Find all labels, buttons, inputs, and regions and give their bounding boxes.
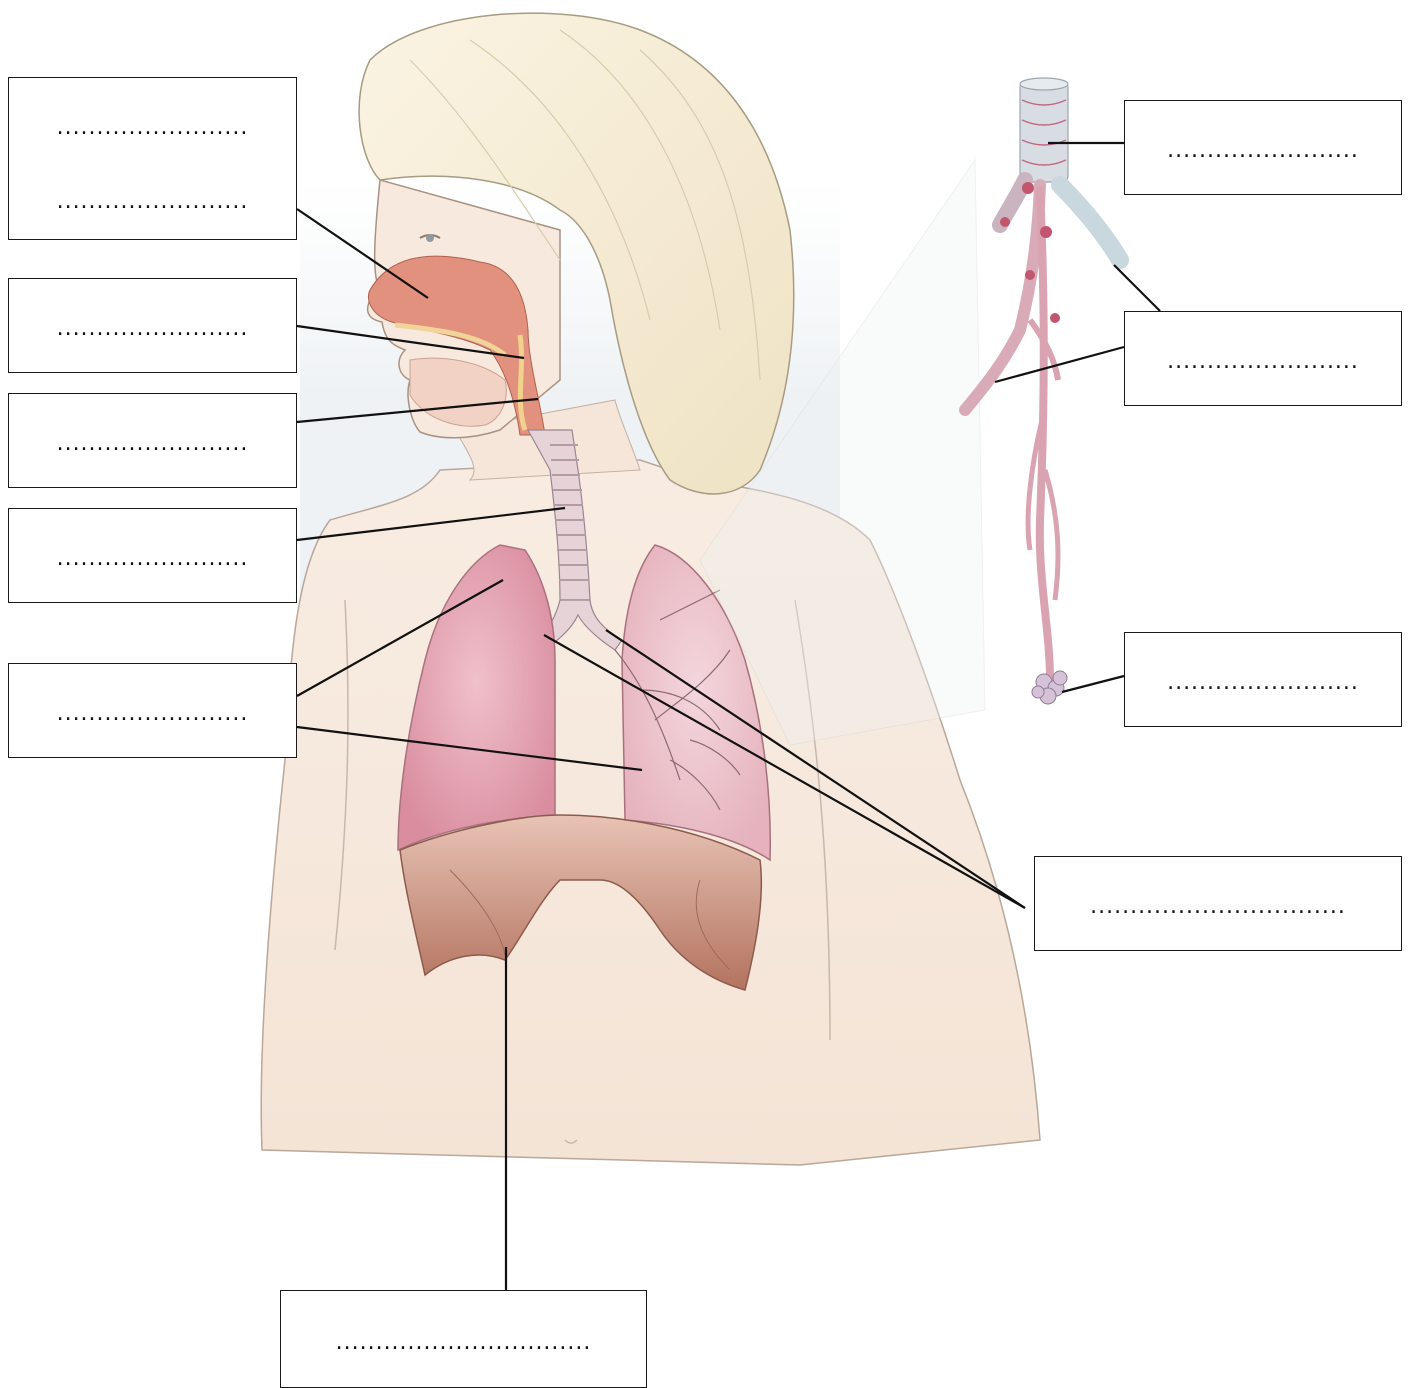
inset-bronchioles-label[interactable]: ........................ bbox=[1124, 311, 1402, 406]
answer-blank[interactable]: ................................ bbox=[281, 1331, 646, 1355]
alveoli-cluster bbox=[1032, 671, 1067, 704]
nasal-cavity-label[interactable]: ........................ ...............… bbox=[8, 77, 297, 240]
answer-blank[interactable]: ........................ bbox=[9, 317, 296, 341]
alveoli-label[interactable]: ........................ bbox=[1124, 632, 1402, 727]
answer-blank[interactable]: ........................ bbox=[9, 702, 296, 726]
leader-inset-bronchus bbox=[1114, 265, 1160, 311]
answer-blank[interactable]: ........................ bbox=[1125, 139, 1401, 163]
answer-blank[interactable]: ........................ bbox=[9, 432, 296, 456]
pharynx-label[interactable]: ........................ bbox=[8, 393, 297, 488]
answer-blank[interactable]: ........................ bbox=[9, 116, 296, 140]
oral-cavity-label[interactable]: ........................ bbox=[8, 278, 297, 373]
answer-blank[interactable]: ........................ bbox=[1125, 671, 1401, 695]
inset-trachea-label[interactable]: ........................ bbox=[1124, 100, 1402, 195]
diaphragm-label[interactable]: ................................ bbox=[280, 1290, 647, 1388]
answer-blank[interactable]: ........................ bbox=[1125, 350, 1401, 374]
inset-bronchial-tree bbox=[965, 78, 1120, 704]
trachea-label[interactable]: ........................ bbox=[8, 508, 297, 603]
answer-blank[interactable]: ........................ bbox=[9, 547, 296, 571]
answer-blank[interactable]: ................................ bbox=[1035, 895, 1401, 919]
leader-alveoli bbox=[1062, 676, 1124, 692]
lungs-label[interactable]: ........................ bbox=[8, 663, 297, 758]
answer-blank[interactable]: ........................ bbox=[9, 190, 296, 214]
bronchi-label[interactable]: ................................ bbox=[1034, 856, 1402, 951]
